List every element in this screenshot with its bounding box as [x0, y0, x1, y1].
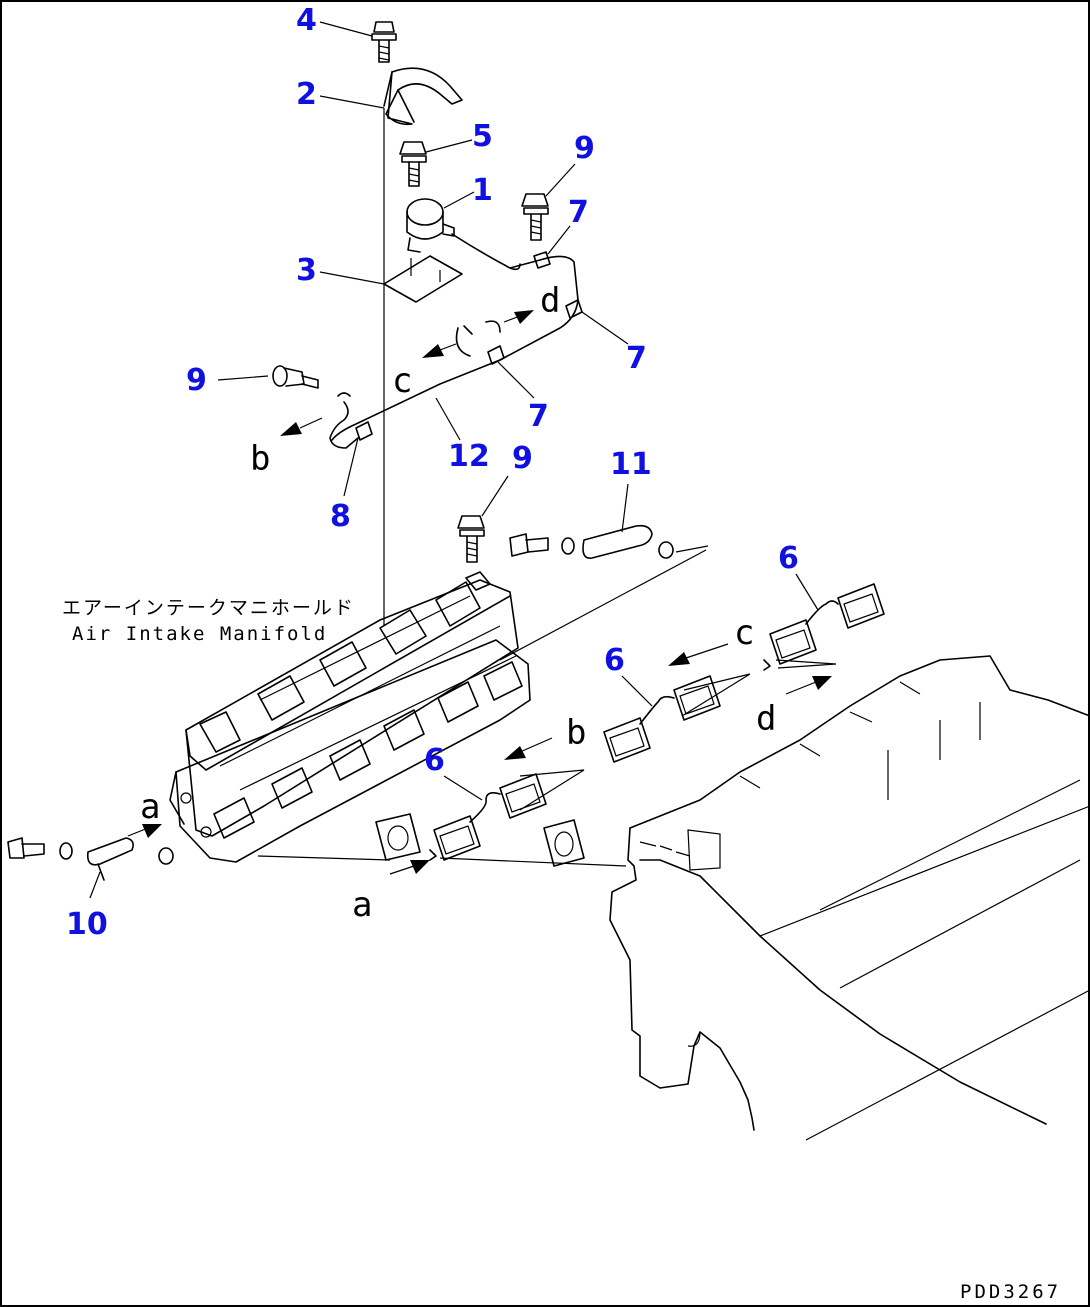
- callout-1: 1: [472, 173, 493, 208]
- callout-9-middle: 9: [512, 441, 533, 476]
- callout-6-lower: 6: [424, 743, 445, 778]
- heater-part-6-middle: [603, 675, 721, 763]
- lead-line-gasket-a: [257, 855, 391, 861]
- leader-12: [435, 397, 461, 441]
- letter-c-right: c: [734, 613, 754, 653]
- leader-9-upper: [545, 163, 576, 197]
- letter-d-top: d: [540, 281, 560, 321]
- leader-6-lower: [443, 775, 483, 801]
- drawing-code: PDD3267: [960, 1281, 1061, 1303]
- leader-4: [319, 21, 373, 37]
- bracket-set-part-10: [7, 837, 174, 881]
- callout-9-left: 9: [186, 363, 207, 398]
- leader-6-middle: [621, 675, 653, 707]
- air-intake-manifold: [169, 579, 531, 863]
- callout-11: 11: [610, 447, 652, 482]
- letter-c-top: c: [392, 361, 412, 401]
- leader-1: [443, 191, 475, 209]
- callout-9-upper: 9: [574, 131, 595, 166]
- leader-7-right: [581, 311, 629, 345]
- callout-4: 4: [296, 3, 317, 38]
- callout-2: 2: [296, 77, 317, 112]
- caption-japanese: エアーインテークマニホールド: [62, 597, 355, 619]
- connector-mark-c: [681, 673, 751, 717]
- leader-6-upper: [795, 573, 819, 611]
- bolt-part-9-middle: [457, 515, 491, 591]
- engine-block-outline: [609, 655, 1090, 1141]
- leader-2: [319, 95, 385, 109]
- bracket-set-part-11: [509, 524, 709, 559]
- bolt-part-4: [371, 21, 397, 63]
- connector-mark-d: [775, 659, 837, 669]
- leader-11: [621, 483, 629, 533]
- leader-7-lower: [497, 361, 535, 399]
- leader-3: [319, 271, 385, 285]
- leader-10: [89, 871, 101, 899]
- heater-part-6-lower: [429, 773, 547, 861]
- arrow-b-left: [280, 417, 323, 436]
- callout-5: 5: [472, 119, 493, 154]
- heater-part-6-upper: [763, 583, 885, 671]
- callout-12: 12: [448, 439, 490, 474]
- callout-3: 3: [296, 253, 317, 288]
- lead-line-bracket-11: [499, 549, 707, 661]
- arrow-c-top: [422, 343, 457, 358]
- leader-9-left: [217, 375, 269, 381]
- leader-9-middle: [481, 475, 509, 517]
- bolt-part-9-upper: [521, 193, 549, 241]
- caption-english: Air Intake Manifold: [72, 623, 327, 645]
- callout-10: 10: [66, 907, 108, 942]
- bolt-part-9-left: [272, 365, 319, 389]
- gasket-left: [375, 813, 421, 861]
- callout-6-upper: 6: [778, 541, 799, 576]
- gasket-right: [543, 819, 585, 867]
- letter-b-mid: b: [566, 713, 586, 753]
- leader-5: [425, 139, 473, 153]
- connector-mark-b: [519, 769, 585, 811]
- arrow-b-mid: [504, 737, 553, 760]
- callout-6-middle: 6: [604, 643, 625, 678]
- letter-a-bottom: a: [352, 885, 372, 925]
- arrow-a-bottom: [389, 860, 430, 875]
- clamp-part-2: [383, 67, 463, 126]
- leader-8: [343, 437, 359, 497]
- lead-line-heater-a: [439, 857, 627, 867]
- relay-part-1: [406, 198, 455, 253]
- arrow-d-right: [785, 676, 832, 695]
- arrow-a-left: [127, 824, 162, 838]
- callout-7-lower: 7: [528, 399, 549, 434]
- letter-d-right: d: [756, 699, 776, 739]
- arrow-c-right: [668, 643, 729, 666]
- letter-b-left: b: [250, 439, 270, 479]
- callout-8: 8: [330, 499, 351, 534]
- leader-7-upper: [547, 225, 571, 255]
- letter-a-left: a: [140, 787, 160, 827]
- callout-7-upper: 7: [568, 195, 589, 230]
- bracket-plate-part-3: [383, 255, 463, 303]
- bolt-part-5: [399, 141, 427, 187]
- arrow-d-top: [503, 310, 534, 324]
- callout-7-right: 7: [626, 341, 647, 376]
